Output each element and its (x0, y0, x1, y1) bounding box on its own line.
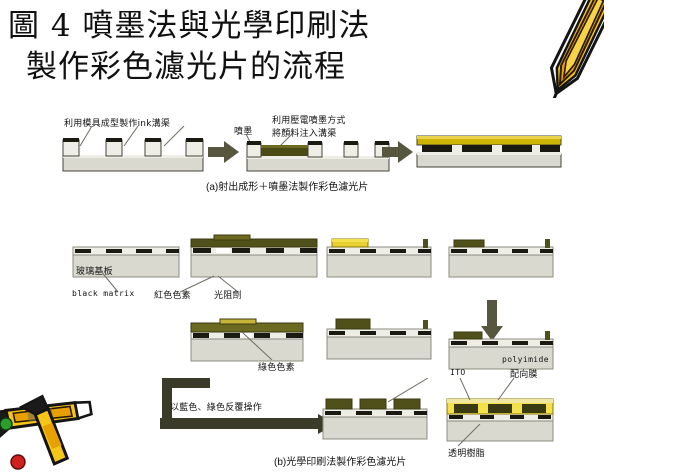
caption-section-b: (b)光學印刷法製作彩色濾光片 (274, 457, 407, 468)
arrow-repeat-horizontal (160, 414, 336, 434)
label-green-pigment: 綠色色素 (258, 363, 295, 373)
caption-section-a: (a)射出成形＋噴墨法製作彩色濾光片 (206, 182, 369, 193)
label-polyimide: polyimide (502, 355, 549, 364)
label-clear-resin: 透明樹脂 (448, 449, 485, 459)
label-repeat-blue-green: 以藍色、綠色反覆操作 (170, 403, 263, 413)
label-photoresist: 光阻劑 (214, 291, 242, 301)
label-piezo-line-1: 利用壓電噴墨方式 (272, 116, 346, 126)
panel-b-step-8 (322, 398, 430, 440)
leader-lines-ito-polyimide (459, 378, 515, 401)
panel-a-step-1 (62, 136, 204, 172)
arrow-loop-top (162, 378, 210, 388)
label-red-pigment: 紅色色素 (154, 291, 191, 301)
label-piezo-line-2: 將顏料注入溝渠 (272, 129, 337, 139)
panel-b-step-6 (326, 318, 436, 360)
arrow-loop-vertical (162, 386, 172, 424)
title-line-2: 製作彩色濾光片的流程 (26, 49, 346, 85)
pencil-bottom-left-icon (0, 394, 93, 470)
panel-b-step-3 (326, 238, 436, 278)
label-ito: ITO (450, 368, 466, 377)
panel-b-step-5 (190, 318, 308, 362)
leader-line-step8 (388, 378, 429, 403)
panel-b-step-4 (448, 238, 558, 278)
panel-b-step-2 (190, 234, 318, 278)
label-mold-ink-channel: 利用模具成型製作ink溝渠 (64, 119, 171, 129)
leader-line-clear-resin (457, 424, 481, 447)
leader-lines-mold (79, 125, 185, 147)
label-alignment-film: 配向膜 (510, 370, 538, 380)
label-black-matrix: black matrix (72, 289, 135, 298)
title-line-1: 圖 4 噴墨法與光學印刷法 (8, 8, 371, 44)
panel-b-step-9 (446, 398, 558, 442)
arrow-a-2-to-3 (382, 141, 413, 163)
panel-b-step-7 (448, 330, 558, 370)
pencil-top-right-icon (549, 0, 604, 98)
panel-a-step-3 (416, 134, 562, 168)
panel-b-step-1 (72, 246, 180, 278)
arrow-b-row1-to-row2 (481, 300, 503, 341)
arrow-a-1-to-2 (208, 141, 239, 163)
leader-lines-row1 (99, 269, 239, 293)
panel-a-step-2 (246, 140, 390, 172)
label-glass-substrate: 玻璃基板 (76, 267, 113, 277)
leader-line-green-pigment (241, 331, 273, 360)
label-inkjet: 噴墨 (234, 127, 253, 137)
